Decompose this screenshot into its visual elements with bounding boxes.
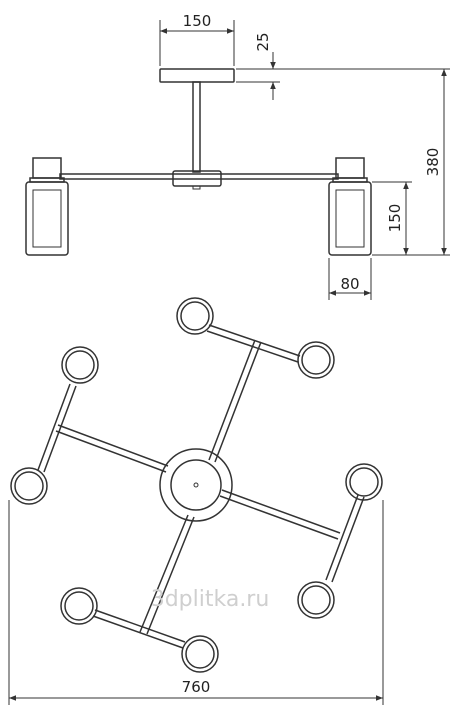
arm-b — [55, 424, 341, 540]
horizontal-arm — [59, 173, 339, 180]
dim-canopy-width: 150 — [183, 12, 212, 30]
center-canopy-outer — [159, 448, 233, 522]
dim-shade-height: 150 — [386, 204, 404, 233]
right-shade — [328, 181, 372, 256]
right-lamp-holder — [335, 157, 365, 179]
dim-overall-width: 760 — [182, 678, 211, 696]
shade-right-upper — [345, 463, 383, 501]
shade-bottom-left — [60, 587, 98, 625]
dimension-lines — [8, 20, 450, 705]
dim-total-height: 380 — [424, 148, 442, 177]
shade-right-lower — [297, 581, 335, 619]
left-shade — [25, 181, 69, 256]
shade-bottom — [181, 635, 219, 673]
watermark: 3dplitka.ru — [151, 587, 270, 612]
shade-left-upper — [61, 346, 99, 384]
left-lamp-holder — [32, 157, 62, 179]
shade-left-lower — [10, 467, 48, 505]
shade-top-right — [297, 341, 335, 379]
center-canopy-inner — [170, 459, 222, 511]
arm-a — [139, 339, 262, 635]
side-view — [25, 68, 372, 256]
stem — [192, 81, 201, 173]
shade-top — [176, 297, 214, 335]
top-view — [10, 297, 383, 673]
dim-shade-width: 80 — [340, 275, 359, 293]
ceiling-canopy — [159, 68, 235, 83]
dim-canopy-height: 25 — [254, 32, 272, 51]
